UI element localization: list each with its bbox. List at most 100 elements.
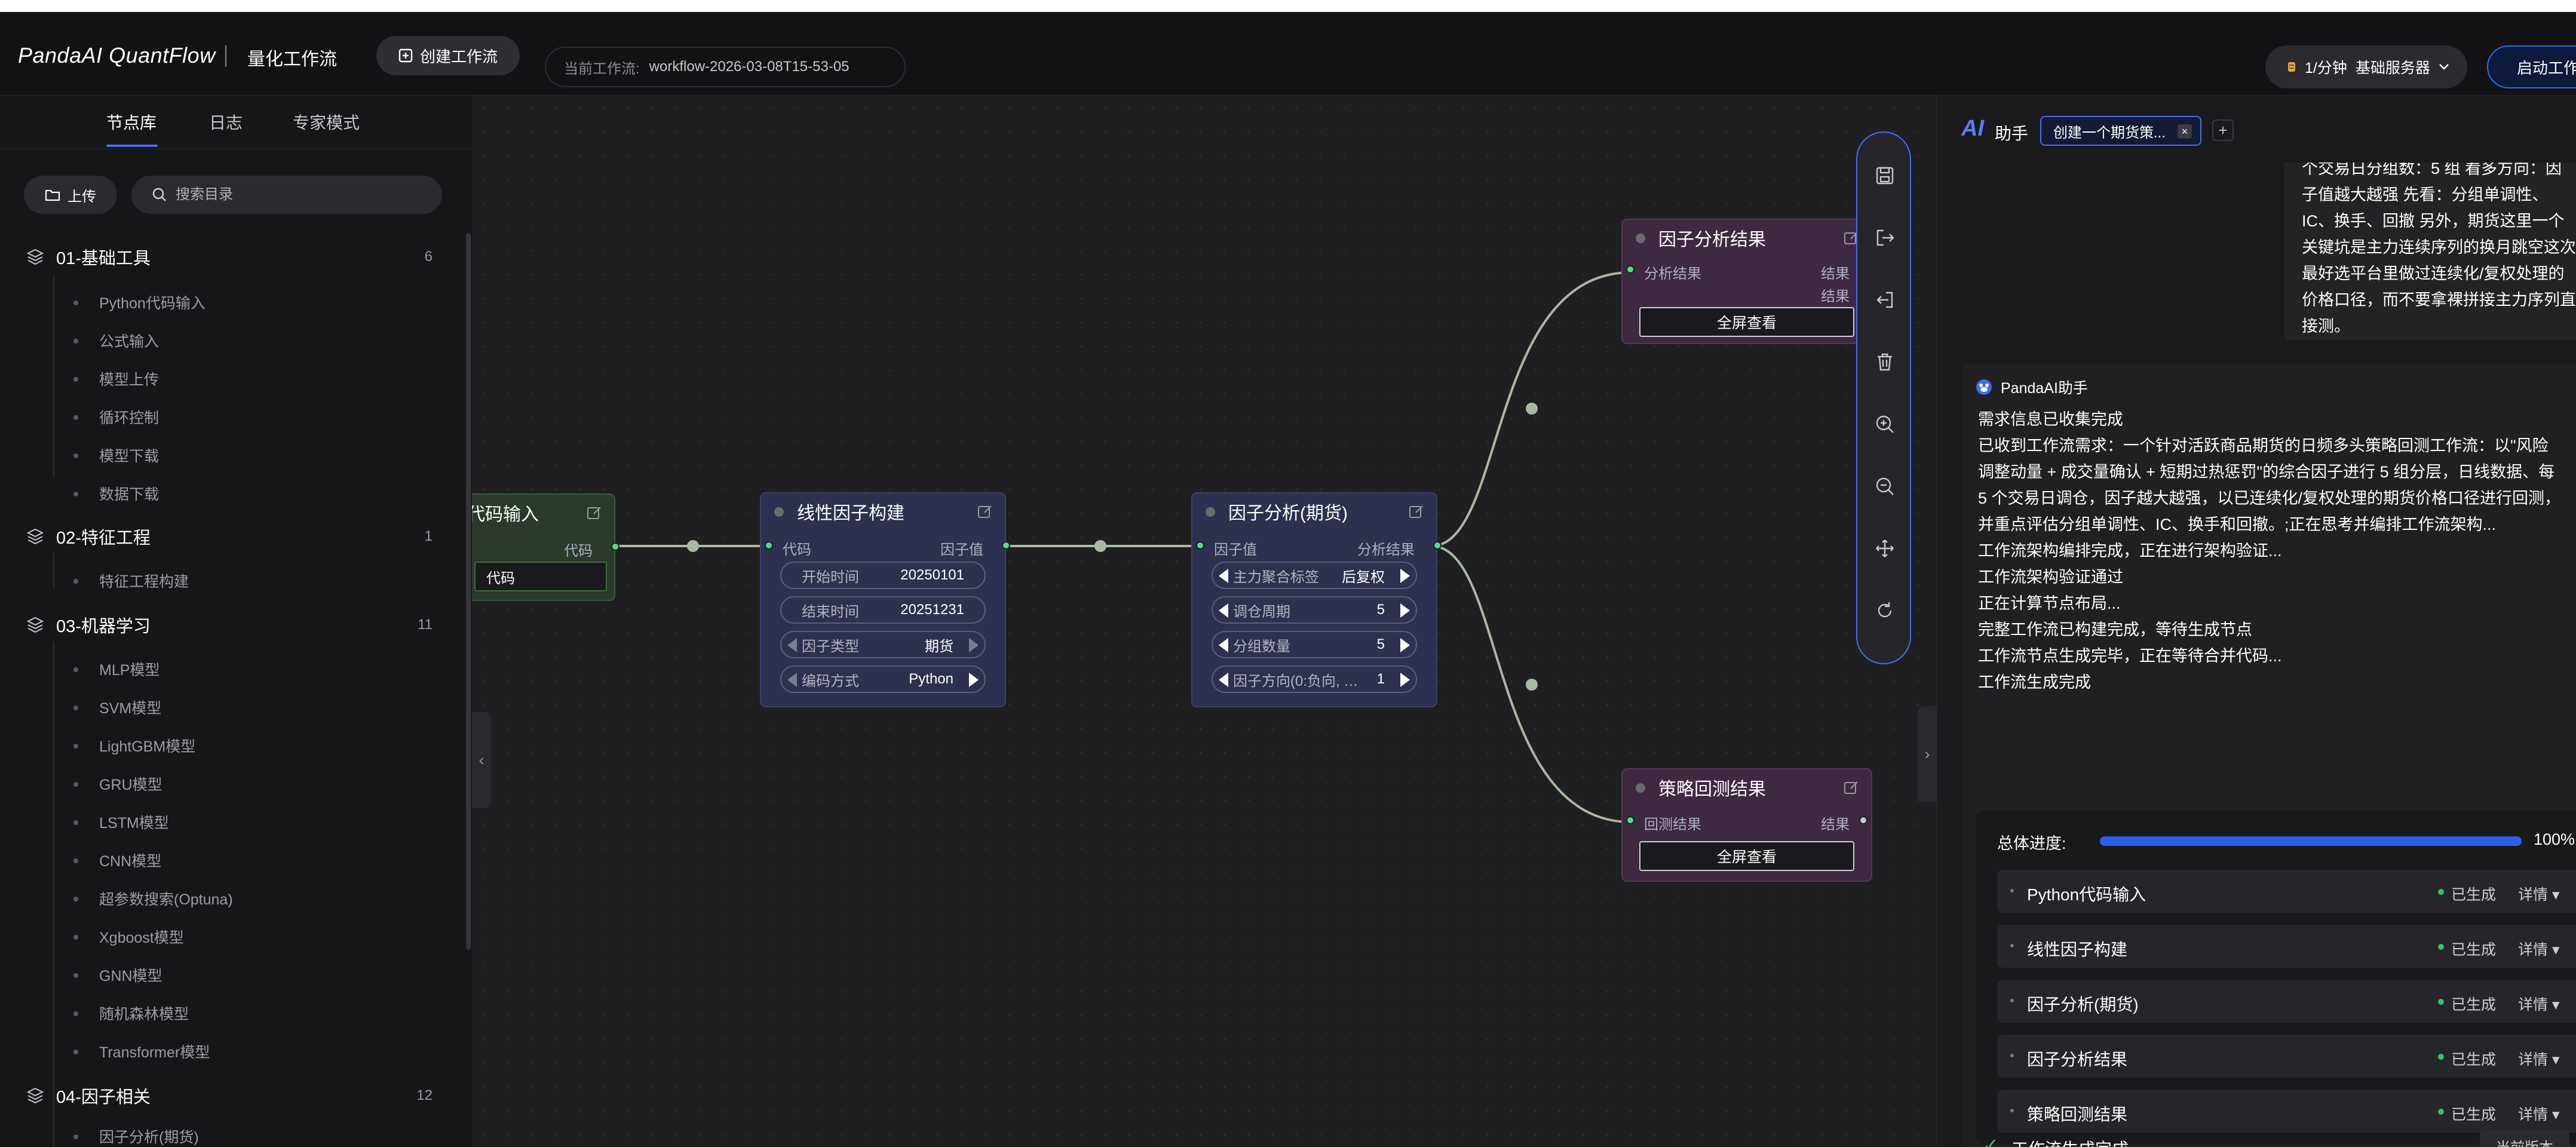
step-backtest-result[interactable]: 策略回测结果 已生成 详情 ▾ bbox=[1997, 1090, 2576, 1133]
node-factor-analysis-result[interactable]: 因子分析结果 分析结果 结果 结果 全屏查看 bbox=[1621, 219, 1872, 344]
leaf-gnn-model[interactable]: GNN模型 bbox=[73, 963, 162, 987]
output-port[interactable] bbox=[1002, 541, 1010, 550]
collapse-assistant-button[interactable]: › bbox=[1918, 706, 1937, 802]
leaf-loop-control[interactable]: 循环控制 bbox=[73, 405, 159, 429]
output-port[interactable] bbox=[611, 542, 620, 551]
node-code-input[interactable]: 代码输入 代码 代码 bbox=[472, 493, 620, 601]
edit-icon[interactable] bbox=[587, 505, 602, 521]
leaf-model-download[interactable]: 模型下载 bbox=[73, 443, 159, 467]
fullscreen-view-button[interactable]: 全屏查看 bbox=[1639, 841, 1854, 871]
leaf-lstm-model[interactable]: LSTM模型 bbox=[73, 810, 169, 834]
param-main-contract-tag[interactable]: 主力聚合标签后复权 bbox=[1212, 562, 1417, 589]
leaf-transformer-model[interactable]: Transformer模型 bbox=[73, 1039, 210, 1063]
prev-arrow-icon[interactable] bbox=[1219, 673, 1228, 687]
next-arrow-icon[interactable] bbox=[1400, 569, 1410, 583]
param-factor-direction[interactable]: 因子方向(0:负向, …1 bbox=[1212, 665, 1417, 693]
leaf-gru-model[interactable]: GRU模型 bbox=[73, 772, 162, 796]
check-icon: ✓ bbox=[1983, 1134, 1999, 1147]
edit-icon[interactable] bbox=[1409, 504, 1424, 520]
leaf-python-code-input[interactable]: Python代码输入 bbox=[73, 290, 206, 314]
leaf-feature-engineering[interactable]: 特征工程构建 bbox=[73, 569, 189, 593]
leaf-lightgbm-model[interactable]: LightGBM模型 bbox=[73, 734, 195, 757]
zoom-out-icon[interactable] bbox=[1874, 476, 1896, 497]
input-port[interactable] bbox=[1626, 816, 1634, 824]
sidebar-scrollbar[interactable] bbox=[466, 233, 471, 950]
close-icon[interactable]: × bbox=[2178, 124, 2192, 139]
next-arrow-icon[interactable] bbox=[1400, 673, 1410, 687]
next-arrow-icon[interactable] bbox=[969, 673, 979, 687]
input-port[interactable] bbox=[1626, 265, 1634, 274]
details-toggle[interactable]: 详情 ▾ bbox=[2518, 941, 2560, 958]
leaf-svm-model[interactable]: SVM模型 bbox=[73, 695, 161, 719]
delete-icon[interactable] bbox=[1874, 351, 1896, 373]
output-port[interactable] bbox=[1433, 541, 1442, 550]
category-basic-tools[interactable]: 01-基础工具 6 bbox=[26, 243, 433, 271]
leaf-mlp-model[interactable]: MLP模型 bbox=[73, 657, 160, 681]
step-python-code-input[interactable]: Python代码输入 已生成 详情 ▾ bbox=[1997, 870, 2576, 913]
prev-arrow-icon[interactable] bbox=[1219, 569, 1228, 583]
next-arrow-icon[interactable] bbox=[969, 638, 979, 652]
details-toggle[interactable]: 详情 ▾ bbox=[2518, 887, 2560, 903]
prev-arrow-icon[interactable] bbox=[1219, 638, 1228, 652]
upload-button[interactable]: 上传 bbox=[24, 176, 117, 214]
details-toggle[interactable]: 详情 ▾ bbox=[2518, 1106, 2560, 1123]
leaf-optuna-search[interactable]: 超参数搜索(Optuna) bbox=[73, 887, 233, 910]
output-port[interactable] bbox=[1859, 816, 1867, 824]
leaf-factor-analysis-futures[interactable]: 因子分析(期货) bbox=[73, 1124, 199, 1147]
category-feature-engineering[interactable]: 02-特征工程 1 bbox=[26, 522, 433, 551]
leaf-formula-input[interactable]: 公式输入 bbox=[73, 329, 159, 352]
category-factor[interactable]: 04-因子相关 12 bbox=[26, 1081, 433, 1110]
prev-arrow-icon[interactable] bbox=[787, 638, 797, 652]
leaf-data-download[interactable]: 数据下载 bbox=[73, 482, 159, 505]
fit-view-icon[interactable] bbox=[1874, 538, 1896, 559]
step-linear-factor[interactable]: 线性因子构建 已生成 详情 ▾ bbox=[1997, 925, 2576, 968]
search-input[interactable] bbox=[176, 186, 415, 203]
fullscreen-view-button[interactable]: 全屏查看 bbox=[1639, 307, 1854, 337]
category-machine-learning[interactable]: 03-机器学习 11 bbox=[26, 611, 433, 639]
collapse-sidebar-button[interactable]: ‹ bbox=[472, 712, 491, 808]
tab-logs[interactable]: 日志 bbox=[209, 114, 243, 132]
edit-icon[interactable] bbox=[1844, 780, 1859, 796]
next-arrow-icon[interactable] bbox=[1400, 603, 1410, 618]
step-factor-analysis-result[interactable]: 因子分析结果 已生成 详情 ▾ bbox=[1997, 1035, 2576, 1078]
tab-node-library[interactable]: 节点库 bbox=[106, 114, 157, 132]
prev-arrow-icon[interactable] bbox=[787, 673, 797, 687]
add-chat-button[interactable]: + bbox=[2212, 119, 2234, 141]
details-toggle[interactable]: 详情 ▾ bbox=[2518, 1051, 2560, 1068]
input-port[interactable] bbox=[1196, 541, 1204, 550]
step-factor-analysis[interactable]: 因子分析(期货) 已生成 详情 ▾ bbox=[1997, 980, 2576, 1023]
edit-icon[interactable] bbox=[977, 504, 993, 520]
current-version-button[interactable]: 当前版本 bbox=[2480, 1129, 2569, 1147]
completion-row: ✓ 工作流生成完成 当前版本 bbox=[1983, 1129, 2576, 1147]
next-arrow-icon[interactable] bbox=[1400, 638, 1410, 652]
param-factor-type[interactable]: 因子类型期货 bbox=[780, 631, 986, 658]
start-workflow-button[interactable]: 启动工作流 bbox=[2487, 45, 2576, 88]
plan-selector[interactable]: 1/分钟 基础服务器 bbox=[2265, 45, 2467, 88]
tab-expert-mode[interactable]: 专家模式 bbox=[293, 114, 360, 132]
leaf-random-forest-model[interactable]: 随机森林模型 bbox=[73, 1001, 189, 1025]
node-backtest-result[interactable]: 策略回测结果 回测结果 结果 全屏查看 bbox=[1621, 768, 1872, 882]
leaf-cnn-model[interactable]: CNN模型 bbox=[73, 848, 161, 872]
details-toggle[interactable]: 详情 ▾ bbox=[2518, 996, 2560, 1013]
search-field[interactable] bbox=[131, 176, 442, 214]
input-port[interactable] bbox=[765, 541, 773, 550]
zoom-in-icon[interactable] bbox=[1874, 413, 1896, 435]
create-workflow-button[interactable]: 创建工作流 bbox=[376, 36, 520, 75]
import-icon[interactable] bbox=[1874, 289, 1896, 311]
export-icon[interactable] bbox=[1874, 227, 1896, 249]
leaf-model-upload[interactable]: 模型上传 bbox=[73, 367, 159, 391]
leaf-xgboost-model[interactable]: Xgboost模型 bbox=[73, 925, 184, 949]
code-field[interactable]: 代码 bbox=[474, 562, 607, 591]
chat-tab[interactable]: 创建一个期货策... × bbox=[2040, 116, 2201, 146]
save-icon[interactable] bbox=[1874, 165, 1896, 186]
reset-icon[interactable] bbox=[1874, 600, 1896, 621]
prev-arrow-icon[interactable] bbox=[1219, 603, 1228, 618]
